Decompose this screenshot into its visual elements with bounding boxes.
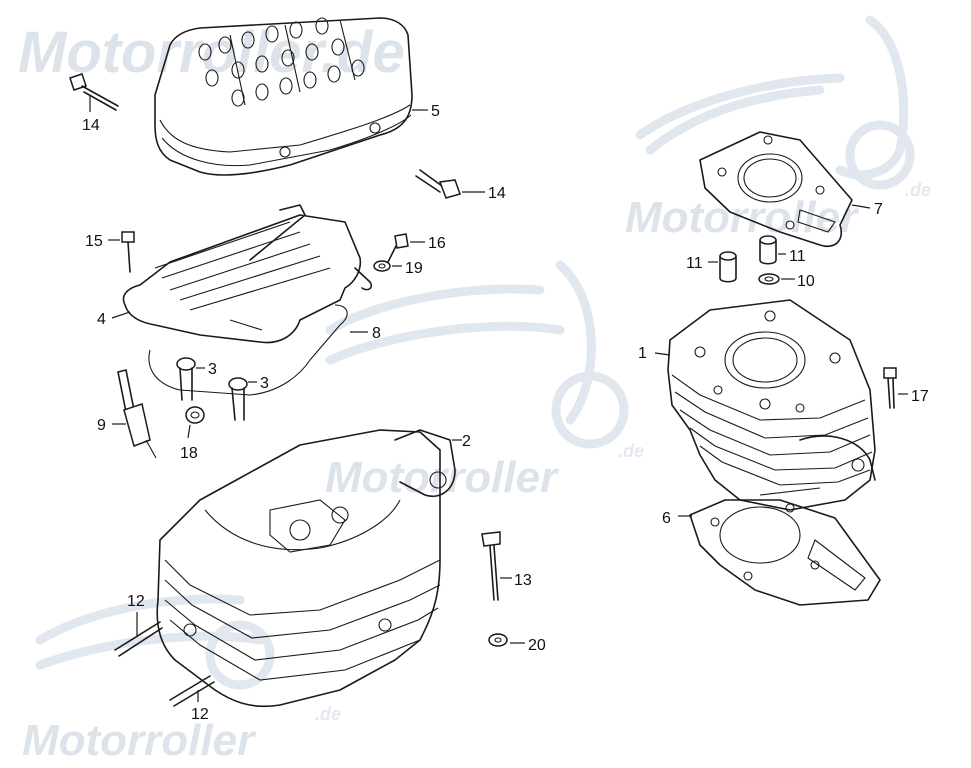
part-18-seal: 18 [180,406,205,462]
part-14-bolt-middle: 14 [415,169,506,202]
part-14-bolt-left: 14 [69,73,119,134]
watermark-suffix-bottom: .de [315,704,341,724]
callout-4: 4 [97,311,106,328]
callout-9: 9 [97,417,106,434]
watermark-wheel [845,120,915,190]
part-13-stud-bolt: 13 [481,531,532,601]
watermark-wheel-left [205,620,275,690]
callout-13: 13 [514,572,532,589]
part-7-head-gasket: 7 [699,131,883,247]
part-11-dowel-right: 11 [759,235,806,265]
part-12-stud-upper: 12 [114,593,163,657]
callout-10: 10 [797,273,815,290]
part-9-spark-plug: 9 [97,369,157,459]
callout-11-left: 11 [686,255,703,272]
part-2-cylinder-head: 2 [156,429,471,708]
callout-14-middle: 14 [488,185,506,202]
callout-16: 16 [428,235,446,252]
watermark-wheel-mid [551,371,629,449]
callout-7: 7 [874,201,883,218]
watermark-suffix-right: .de [905,180,931,200]
part-12-stud-lower: 12 [169,675,215,723]
part-8-gasket: 8 [148,304,381,396]
callout-11-right: 11 [789,248,806,265]
part-6-base-gasket: 6 [662,499,881,606]
callout-14-left: 14 [82,117,100,134]
callout-3-a: 3 [208,361,217,378]
callout-15: 15 [85,233,103,250]
part-19-washer: 19 [373,260,423,277]
callout-8: 8 [372,325,381,342]
callout-20: 20 [528,637,546,654]
watermark-scooter-left [35,594,265,670]
part-16-bolt: 16 [387,233,446,263]
part-3-pin-b: 3 [228,375,269,421]
part-10-o-ring: 10 [758,273,815,290]
callout-5: 5 [431,103,440,120]
callout-2: 2 [462,433,471,450]
callout-19: 19 [405,260,423,277]
part-1-cylinder: 1 [638,299,876,511]
part-11-dowel-left: 11 [686,251,737,283]
watermark-suffix-mid: .de [618,441,644,461]
part-15-bolt: 15 [85,231,135,273]
callout-1: 1 [638,345,647,362]
callout-6: 6 [662,510,671,527]
callout-18: 18 [180,445,198,462]
callout-12-upper: 12 [127,593,145,610]
part-20-washer: 20 [488,633,546,654]
callout-17: 17 [911,388,929,405]
part-17-bolt: 17 [883,367,929,409]
callout-12-lower: 12 [191,706,209,723]
watermark-brand-bottom: Motorroller [22,716,257,765]
part-5-head-cover: 5 [154,17,440,176]
watermark-scooter-mid [325,284,565,365]
watermark-scooter-right-top [635,73,845,155]
callout-3-b: 3 [260,375,269,392]
part-3-pin-a: 3 [176,357,217,401]
part-4-camshaft-holder: 4 [97,204,373,344]
watermark-scooter-mid-handle [555,260,596,425]
